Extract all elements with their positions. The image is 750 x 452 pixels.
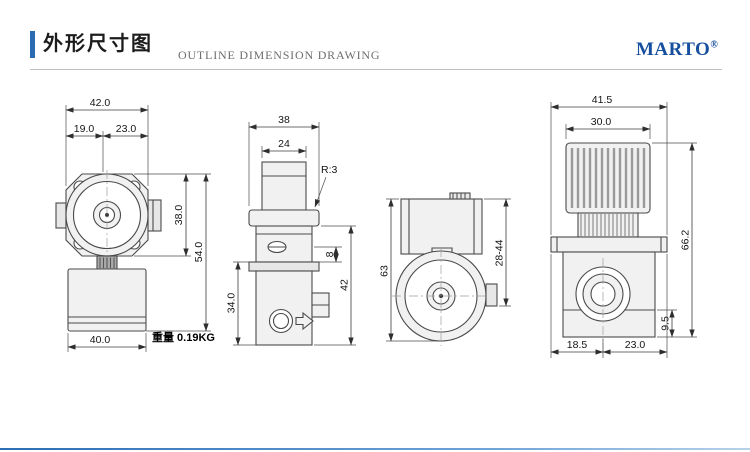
side-view: 63 28-44 xyxy=(379,192,511,346)
extension-lines xyxy=(248,122,320,206)
dim-knob-bottom-left: 18.5 xyxy=(567,339,588,351)
dim-knob-width: 30.0 xyxy=(591,116,612,128)
section-view: 38 24 R:3 8 42 34.0 xyxy=(226,114,356,346)
neck-knurl xyxy=(580,214,634,236)
step-plate xyxy=(248,261,320,272)
dim-front-total-height: 54.0 xyxy=(193,242,205,263)
brand-name: MARTO xyxy=(636,39,711,60)
dim-knob-port-height: 9.5 xyxy=(660,316,672,331)
dim-front-base-width: 40.0 xyxy=(90,334,111,346)
center-dot xyxy=(105,213,109,217)
front-view: 42.0 19.0 23.0 38.0 54.0 40.0 重量 0.19KG xyxy=(55,97,215,352)
extension-lines xyxy=(550,102,668,235)
page-title-english: OUTLINE DIMENSION DRAWING xyxy=(178,48,381,62)
top-tab xyxy=(449,192,471,200)
rounded-flange xyxy=(248,209,320,227)
centerlines xyxy=(392,248,492,346)
dim-knob-total-height: 66.2 xyxy=(680,230,692,251)
right-tab xyxy=(147,199,162,232)
coil-housing xyxy=(67,268,147,332)
upper-housing xyxy=(400,198,483,255)
dim-side-height: 63 xyxy=(379,265,391,277)
dim-section-flange-width: 38 xyxy=(278,114,290,126)
extension-lines xyxy=(550,254,668,358)
label-corner-radius: R:3 xyxy=(321,164,338,176)
dim-section-lower-height: 42 xyxy=(339,279,351,291)
mounting-flange xyxy=(550,236,668,253)
title-accent-bar xyxy=(30,31,35,58)
brand-registered-icon: ® xyxy=(710,39,719,51)
page-title-chinese: 外形尺寸图 xyxy=(43,31,153,55)
dim-section-top-width: 24 xyxy=(278,138,290,150)
bottom-notch xyxy=(431,247,453,254)
dim-section-slot-height: 8 xyxy=(324,251,336,257)
flow-arrow-icon xyxy=(295,311,314,331)
footer-accent-line xyxy=(0,448,750,450)
dim-front-top-width: 42.0 xyxy=(90,97,111,109)
dim-front-body-height: 38.0 xyxy=(173,205,185,226)
brand-logo: MARTO® xyxy=(636,39,718,61)
dim-front-split-right: 23.0 xyxy=(116,123,137,135)
leader-line xyxy=(314,176,327,208)
right-tab xyxy=(485,283,498,307)
threaded-neck xyxy=(577,212,639,238)
dim-side-adjust-range: 28-44 xyxy=(494,239,506,266)
dim-knob-flange-width: 41.5 xyxy=(592,94,613,106)
port-circle xyxy=(268,308,294,334)
top-tab-hatch xyxy=(452,193,466,199)
stem-knurl-hatch xyxy=(99,257,115,268)
header-divider xyxy=(30,69,722,70)
left-tab xyxy=(55,202,67,229)
dim-knob-bottom-right: 23.0 xyxy=(625,339,646,351)
lower-body xyxy=(255,270,313,346)
knob-view: 41.5 30.0 66.2 9.5 18.5 23.0 xyxy=(550,94,697,358)
dim-section-mid-height: 34.0 xyxy=(226,293,238,314)
dim-front-split-left: 19.0 xyxy=(74,123,95,135)
port-inner-circle xyxy=(272,312,290,330)
weight-label: 重量 0.19KG xyxy=(152,330,215,344)
knob-ridges xyxy=(570,148,646,208)
extension-lines xyxy=(134,173,211,332)
top-block xyxy=(261,161,307,211)
